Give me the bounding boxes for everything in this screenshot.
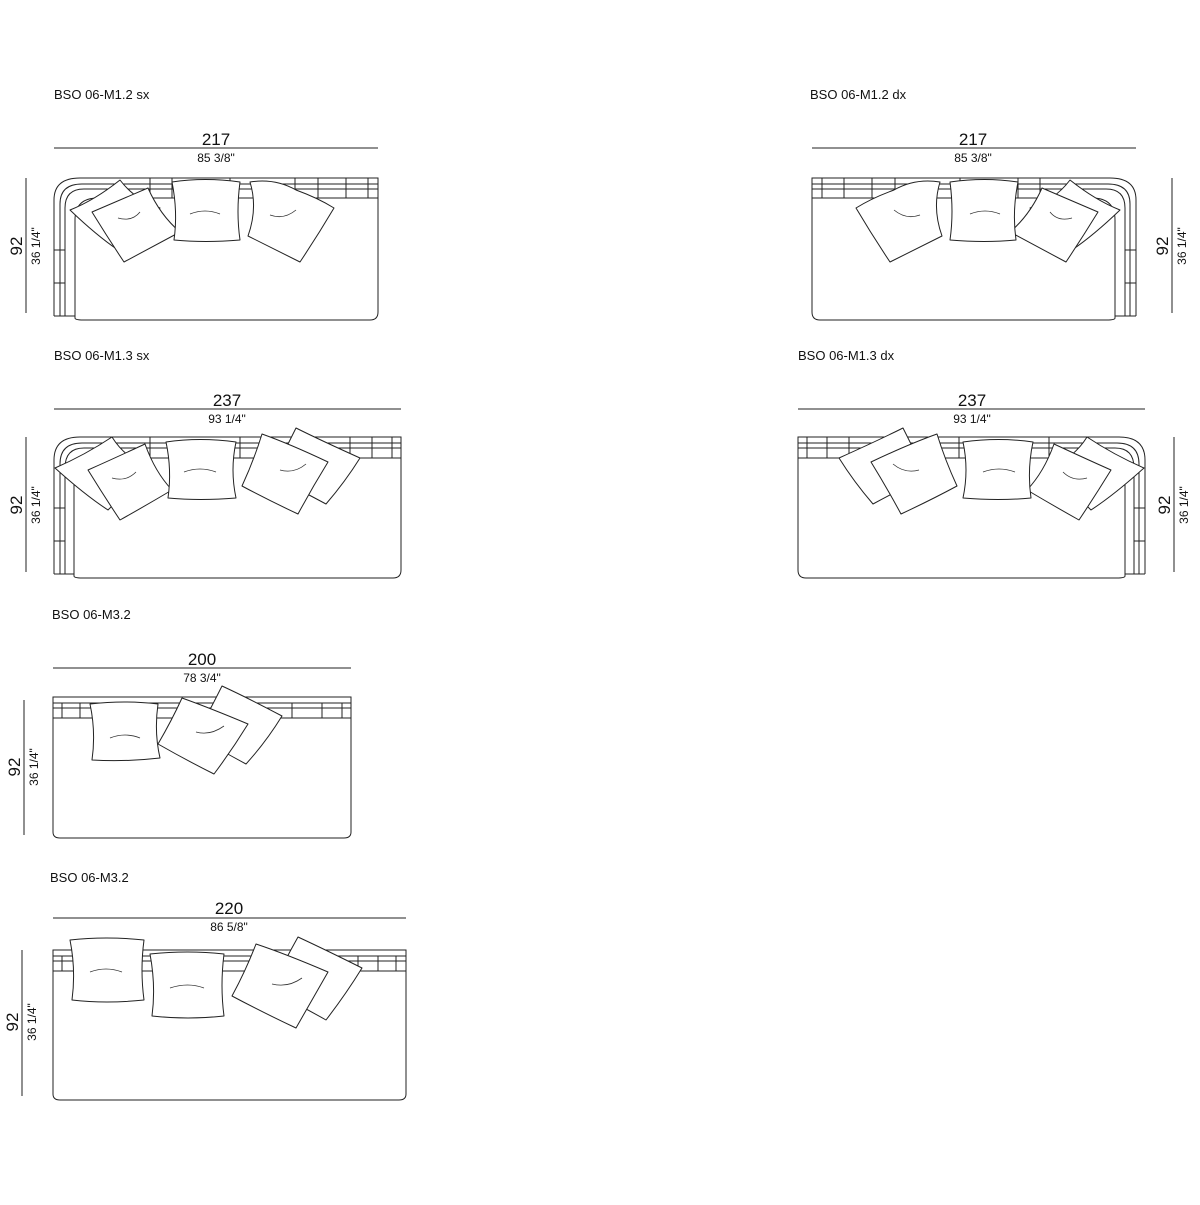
- depth-in: 36 1/4": [1177, 486, 1191, 524]
- depth-cm: 92: [3, 1013, 22, 1032]
- width-cm: 200: [188, 650, 216, 669]
- depth-in: 36 1/4": [27, 748, 41, 786]
- depth-cm: 92: [1155, 496, 1174, 515]
- depth-in: 36 1/4": [29, 486, 43, 524]
- width-in: 85 3/8": [197, 151, 235, 165]
- depth-in: 36 1/4": [25, 1003, 39, 1041]
- width-in: 93 1/4": [953, 412, 991, 426]
- width-in: 85 3/8": [954, 151, 992, 165]
- depth-cm: 92: [7, 237, 26, 256]
- width-in: 78 3/4": [183, 671, 221, 685]
- model-label: BSO 06-M1.2 sx: [54, 87, 150, 102]
- sofa-plan-m12sx: 217 85 3/8" 92 36 1/4": [7, 130, 379, 321]
- width-cm: 217: [202, 130, 230, 149]
- sofa-plan-m12dx: 217 85 3/8" 92 36 1/4": [811, 130, 1189, 321]
- depth-cm: 92: [5, 758, 24, 777]
- model-label: BSO 06-M1.3 sx: [54, 348, 150, 363]
- width-in: 86 5/8": [210, 920, 248, 934]
- depth-cm: 92: [1153, 237, 1172, 256]
- width-in: 93 1/4": [208, 412, 246, 426]
- depth-cm: 92: [7, 496, 26, 515]
- model-label: BSO 06-M3.2: [52, 607, 131, 622]
- depth-in: 36 1/4": [29, 227, 43, 265]
- width-cm: 220: [215, 899, 243, 918]
- width-cm: 237: [213, 391, 241, 410]
- sofa-plan-m13dx: 237 93 1/4" 92 36 1/4": [797, 391, 1191, 579]
- depth-in: 36 1/4": [1175, 227, 1189, 265]
- model-label: BSO 06-M3.2: [50, 870, 129, 885]
- width-cm: 237: [958, 391, 986, 410]
- sofa-plan-m32-200: 200 78 3/4" 92 36 1/4": [5, 650, 352, 839]
- model-label: BSO 06-M1.3 dx: [798, 348, 895, 363]
- sofa-plan-m13sx: 237 93 1/4" 92 36 1/4": [7, 391, 402, 579]
- width-cm: 217: [959, 130, 987, 149]
- sofa-plan-m32-220: 220 86 5/8" 92 36 1/4": [3, 899, 407, 1101]
- model-label: BSO 06-M1.2 dx: [810, 87, 907, 102]
